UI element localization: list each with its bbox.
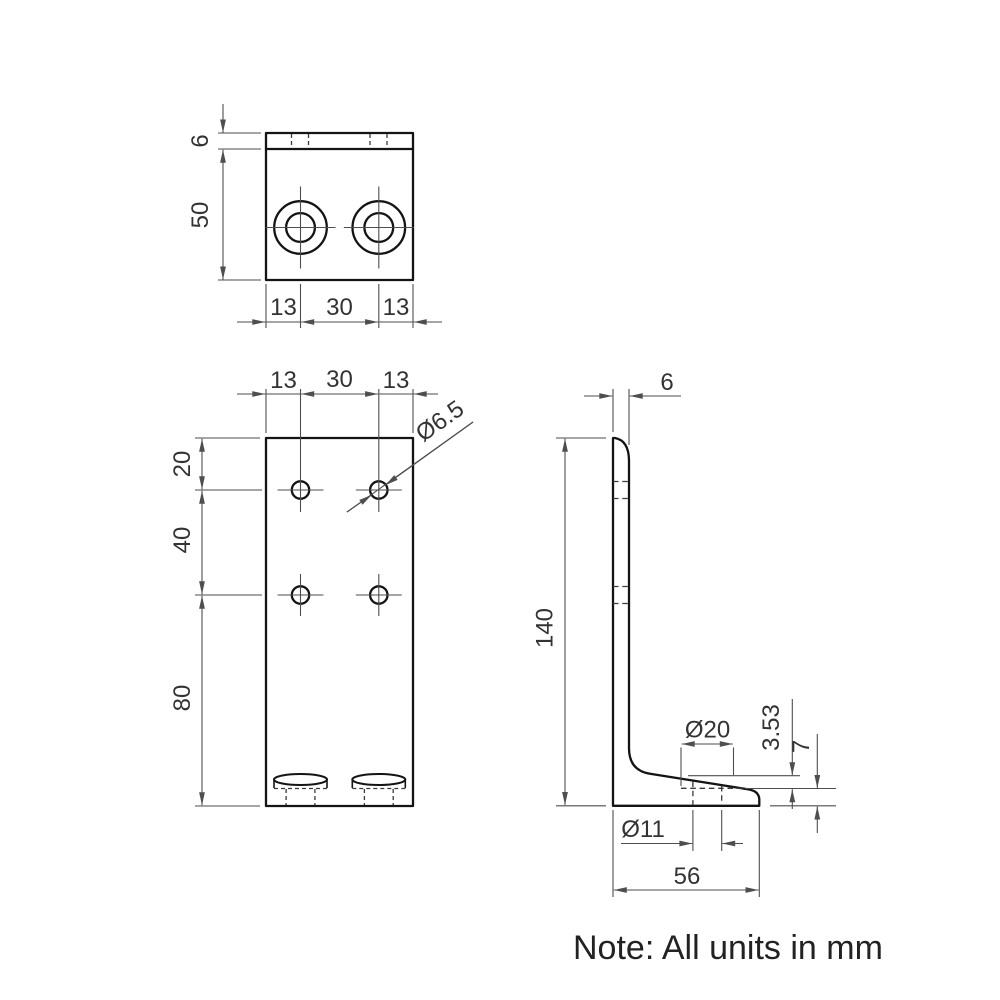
dim-side-flange-depth: 56	[674, 863, 701, 890]
hole-diameter-leader	[346, 421, 474, 513]
dim-front-row2-to-bottom: 80	[169, 685, 196, 712]
front-view-spotface-left	[273, 773, 328, 805]
dim-front-edge-to-hole-right: 13	[383, 367, 410, 394]
front-view-centerlines	[277, 389, 402, 616]
top-view-dimension-lines	[220, 104, 442, 325]
top-view: 6 50 13 30 13	[187, 104, 442, 328]
top-view-extension-lines	[218, 132, 414, 328]
dim-top-body-depth: 50	[187, 202, 214, 229]
units-note: Note: All units in mm	[573, 929, 883, 967]
top-view-centerlines	[265, 186, 414, 269]
side-view-hidden-hole-lines	[613, 480, 744, 805]
front-view-extension-lines	[195, 389, 414, 807]
side-view-outline	[611, 436, 761, 807]
dim-front-top-to-row1: 20	[169, 451, 196, 478]
dim-side-hole-diameter: Ø11	[621, 816, 665, 843]
dim-side-counterbore-diameter: Ø20	[685, 717, 730, 744]
dim-front-hole-diameter: Ø6.5	[411, 395, 469, 447]
dim-front-row-spacing: 40	[169, 527, 196, 554]
dim-side-height: 140	[532, 608, 559, 648]
dim-top-edge-to-hole-left: 13	[270, 294, 297, 321]
dim-side-thickness: 6	[660, 369, 673, 396]
dim-front-edge-to-hole-left: 13	[270, 367, 297, 394]
front-view-outline	[264, 436, 415, 808]
dim-front-hole-spacing: 30	[326, 366, 353, 393]
dim-top-edge-to-hole-right: 13	[383, 294, 410, 321]
front-view: 20 40 80 13 30 13 Ø6.5	[169, 366, 474, 808]
top-view-hidden-hole-lines	[290, 134, 388, 148]
dim-side-flange-end-height: 7	[788, 740, 815, 753]
dim-side-counterbore-step: 3.53	[758, 704, 785, 751]
front-view-dimension-lines	[199, 391, 438, 806]
top-view-outline	[264, 131, 415, 282]
front-view-holes	[290, 480, 389, 605]
dim-top-hole-spacing: 30	[326, 294, 353, 321]
dim-top-thickness: 6	[187, 134, 214, 147]
side-view: 6 140 Ø20 3.53 7 Ø11 56	[532, 369, 836, 897]
side-view-extension-lines	[556, 389, 836, 897]
front-view-spotface-right	[351, 773, 407, 805]
side-view-dimension-lines	[562, 393, 821, 893]
